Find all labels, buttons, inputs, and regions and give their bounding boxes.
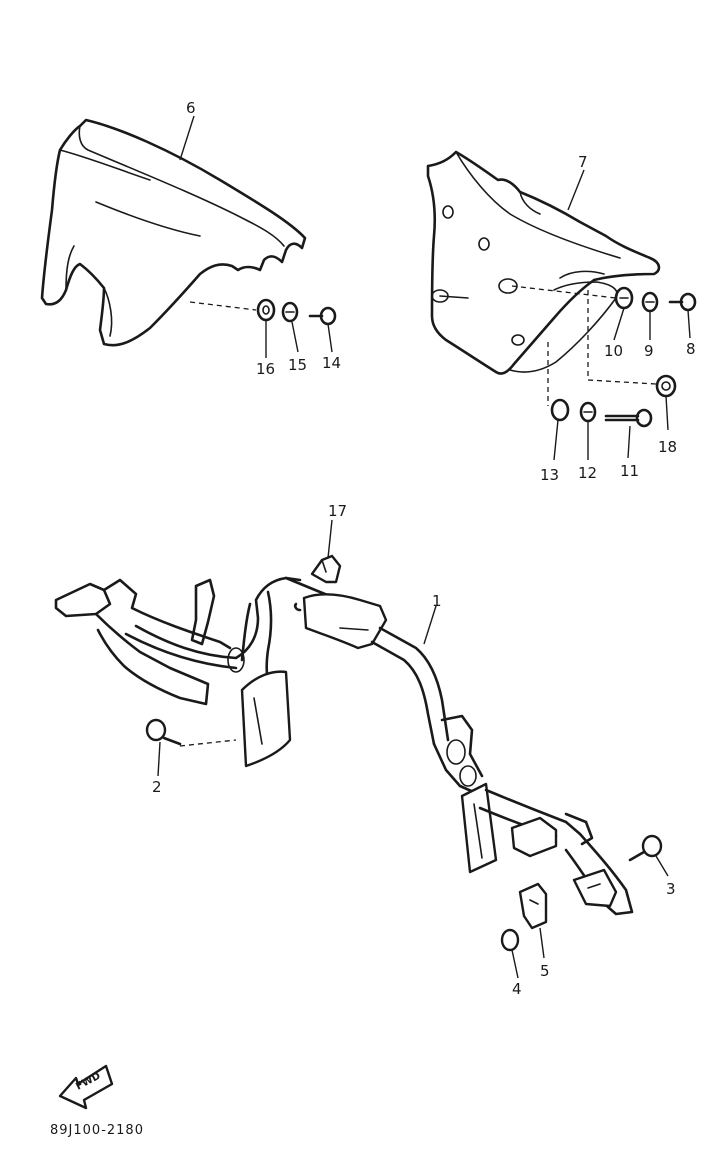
callout-13: 13: [540, 466, 559, 484]
callout-5: 5: [540, 962, 550, 980]
fastener-16-washer: [256, 298, 276, 322]
fastener-18-nut: [655, 374, 677, 398]
left-cover-part-6: [40, 118, 307, 347]
fastener-5-clip: [518, 882, 548, 930]
callouts: 6 7 16 15 14 10 9 8 18 13 12 11 17 1 2 3…: [152, 99, 696, 998]
callout-4: 4: [512, 980, 522, 998]
fastener-4-nut: [500, 928, 520, 952]
callout-16: 16: [256, 360, 275, 378]
fastener-8-bolt: [668, 292, 697, 312]
callout-18: 18: [658, 438, 677, 456]
fastener-12-washer: [579, 401, 597, 423]
callout-1: 1: [432, 592, 442, 610]
callout-10: 10: [604, 342, 623, 360]
fastener-11-bolt: [604, 408, 653, 428]
fastener-17-clamp: [310, 554, 342, 584]
callout-9: 9: [644, 342, 654, 360]
callout-17: 17: [328, 502, 347, 520]
callout-12: 12: [578, 464, 597, 482]
callout-6: 6: [186, 99, 196, 117]
fastener-13-washer: [550, 398, 570, 422]
fastener-15-washer: [281, 301, 299, 323]
callout-14: 14: [322, 354, 341, 372]
fastener-14-bolt: [308, 306, 337, 326]
callout-11: 11: [620, 462, 639, 480]
right-cover-part-7: [426, 150, 661, 375]
fastener-3-bolt: [628, 834, 663, 862]
fastener-2-bolt: [145, 718, 182, 746]
fastener-10-washer: [614, 286, 634, 310]
fwd-arrow-icon: FWD: [58, 1064, 114, 1110]
fastener-9-washer: [641, 291, 659, 313]
callout-7: 7: [578, 153, 588, 171]
callout-15: 15: [288, 356, 307, 374]
assembly-lines: [179, 285, 657, 747]
callout-3: 3: [666, 880, 676, 898]
main-bracket-part-1: [54, 576, 634, 916]
callout-8: 8: [686, 340, 696, 358]
callout-2: 2: [152, 778, 162, 796]
drawing-code: 89J100-2180: [50, 1123, 144, 1138]
